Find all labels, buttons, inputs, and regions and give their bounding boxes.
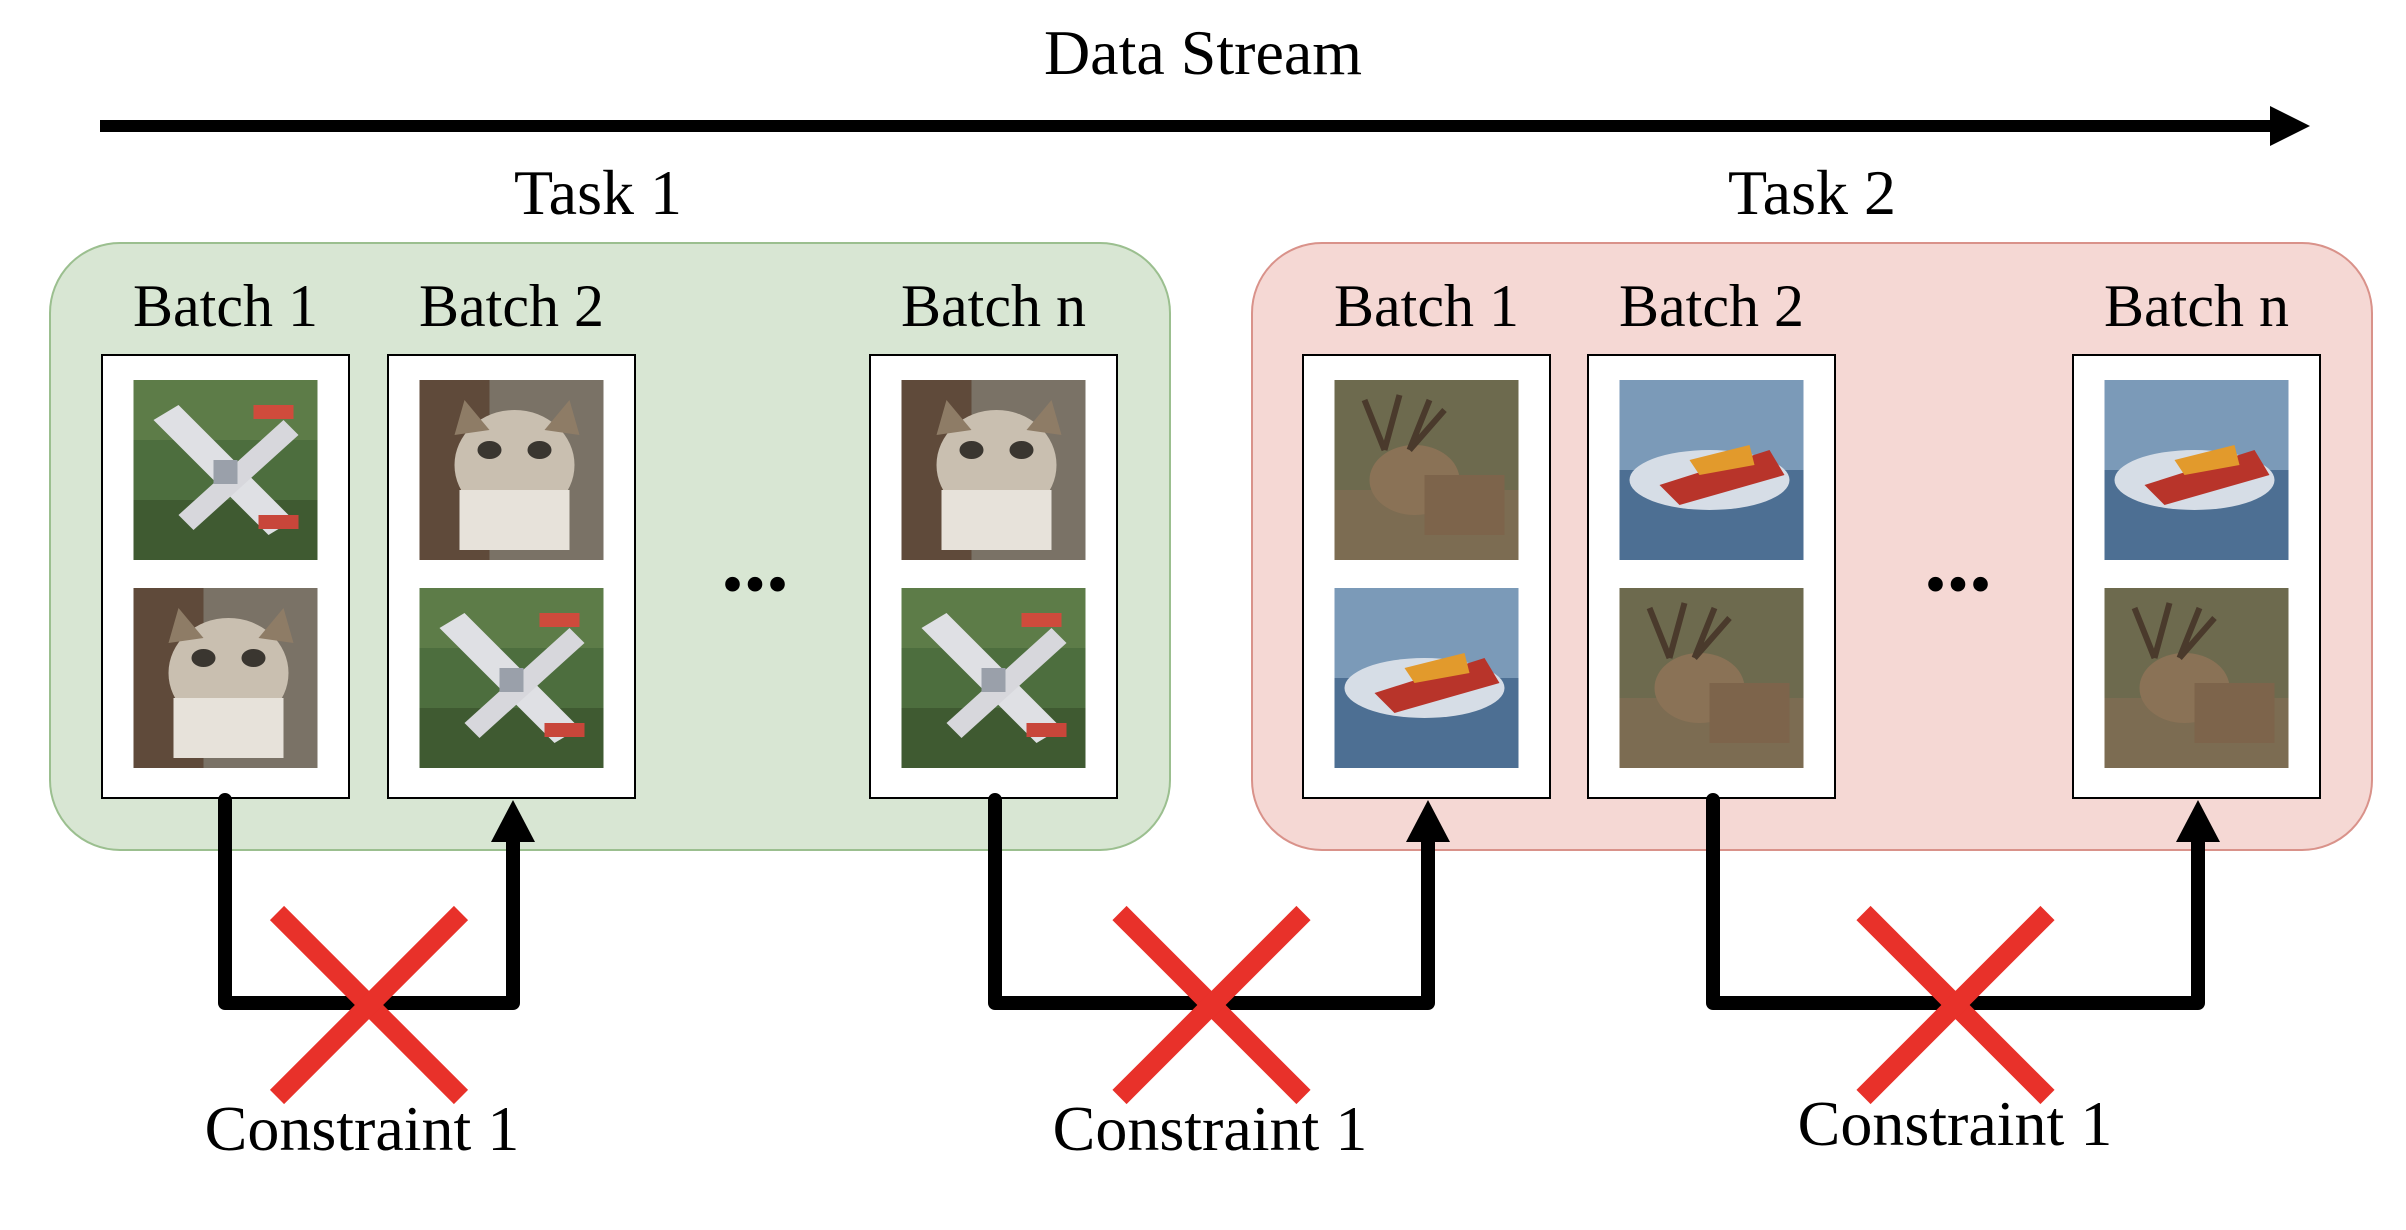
task-1-batch-3-label: Batch n [901, 273, 1086, 339]
constraint-3-arrowhead [2176, 800, 2220, 842]
constraint-1-cross-b [269, 905, 469, 1105]
task-1-ellipsis: ... [721, 511, 789, 610]
constraint-2-cross-b [1112, 905, 1311, 1105]
task-1-batch-2-label: Batch 2 [419, 273, 604, 339]
task-2-batch-3-label: Batch n [2104, 273, 2289, 339]
task-2-batch-1-deer-image [1335, 380, 1519, 560]
task-1-batch-1-airplane-image [133, 380, 318, 560]
task-1-batch-2-cat-image [419, 380, 604, 560]
task-2-label: Task 2 [1728, 157, 1896, 228]
task-2-batch-3-ship-image [2104, 380, 2289, 560]
task-2-batch-2-deer-image [1620, 588, 1804, 768]
task-2-ellipsis: ... [1924, 511, 1992, 610]
task-2-batch-2-label: Batch 2 [1619, 273, 1804, 339]
data-stream-arrow-head [2270, 106, 2310, 146]
constraint-3-label: Constraint 1 [1798, 1088, 2113, 1159]
task-1-batch-3-cat-image [901, 380, 1086, 560]
constraint-1-arrowhead [491, 800, 535, 842]
task-1-label: Task 1 [514, 157, 682, 228]
constraint-1-label: Constraint 1 [205, 1093, 520, 1164]
task-2-batch-1-label: Batch 1 [1334, 273, 1519, 339]
constraint-2-arrowhead [1406, 800, 1450, 842]
data-stream-label: Data Stream [1044, 17, 1362, 88]
task-1-batch-1-label: Batch 1 [133, 273, 318, 339]
task-1-batch-1-cat-image [133, 588, 318, 768]
constraint-2-label: Constraint 1 [1053, 1093, 1368, 1164]
task-1-batch-2-airplane-image [419, 588, 604, 768]
task-2-batch-2-ship-image [1619, 380, 1804, 560]
task-2-batch-1-ship-image [1334, 588, 1519, 768]
task-1-batch-3-airplane-image [901, 588, 1086, 768]
constraint-3-cross-b [1856, 905, 2055, 1105]
task-2-batch-3-deer-image [2105, 588, 2289, 768]
